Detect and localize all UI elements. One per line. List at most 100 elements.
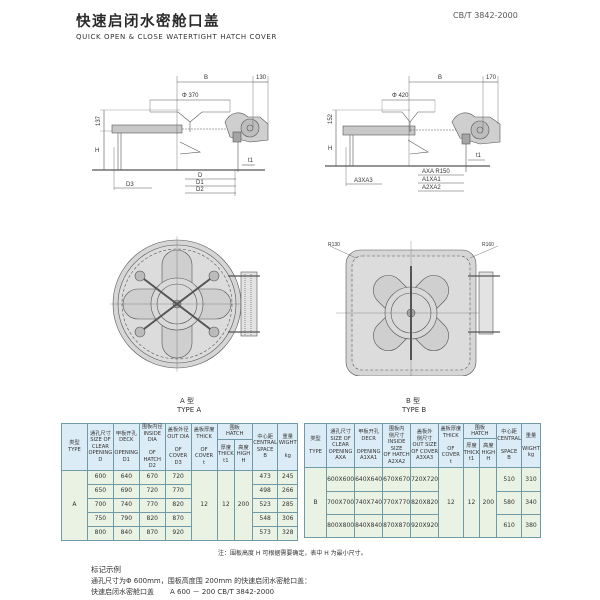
cell-kg: 310 <box>520 467 542 492</box>
cell-a: 700X700 <box>326 491 356 515</box>
dim-label-d3: D3 <box>126 182 134 188</box>
cell-d1: 840 <box>112 525 140 541</box>
cell-b: 610 <box>496 514 522 538</box>
cell-kg: 306 <box>277 511 298 527</box>
caption-type-b-cn: B 型 <box>406 397 421 405</box>
cell-d1: 790 <box>112 511 140 527</box>
cell-d: 750 <box>86 511 114 527</box>
cell-t1: 12 <box>216 469 236 541</box>
cell-kg: 340 <box>520 491 542 515</box>
radius-label-r130: R130 <box>328 242 340 248</box>
dim-label-130: 130 <box>256 75 267 81</box>
cell-h: 200 <box>234 469 253 541</box>
table-note: 注：围板高度 H 可根据需要确定，表中 H 为最小尺寸。 <box>218 550 367 557</box>
cell-kg: 380 <box>520 514 542 538</box>
cell-a1: 840X840 <box>354 514 384 538</box>
cell-d3: 870 <box>164 511 192 527</box>
table-row: 800 840 870 920 573 328 <box>62 525 298 541</box>
cell-b: 573 <box>251 525 279 541</box>
cell-t1: 12 <box>462 467 481 538</box>
page-title-cn: 快速启闭水密舱口盖 <box>76 14 220 30</box>
cell-d1: 690 <box>112 483 140 499</box>
cell-a1: 740X740 <box>354 491 384 515</box>
dim-label-137: 137 <box>96 115 102 126</box>
cell-a2: 770X770 <box>382 491 412 515</box>
plan-view-type-a <box>110 236 280 376</box>
dim-label-170: 170 <box>486 75 497 81</box>
cell-a3: 820X820 <box>410 491 440 515</box>
dim-label-d2: D2 <box>196 187 204 193</box>
cell-kg: 245 <box>277 469 298 485</box>
marking-example-title: 标记示例 <box>91 565 121 574</box>
cell-b: 473 <box>251 469 279 485</box>
table-row: A 600 640 670 720 12 12 200 473 245 <box>61 469 298 541</box>
cell-d1: 740 <box>112 497 140 513</box>
caption-type-b-en: TYPE B <box>402 406 427 414</box>
cell-b: 498 <box>251 483 279 499</box>
cell-d2: 670 <box>138 469 166 485</box>
cell-d3: 820 <box>164 497 192 513</box>
dim-label-b: B <box>438 75 442 81</box>
cell-d2: 720 <box>138 483 166 499</box>
table-row: 650 690 720 770 498 266 <box>62 483 298 499</box>
cell-b: 580 <box>496 491 522 515</box>
table-row: B 600X600 640X640 670X670 720X720 12 12 … <box>303 467 542 538</box>
dim-label-t1: t1 <box>248 158 254 164</box>
cell-d3: 720 <box>164 469 192 485</box>
marking-code: A 600 － 200 CB/T 3842-2000 <box>170 588 275 596</box>
cell-d2: 870 <box>138 525 166 541</box>
cell-a3: 920X920 <box>410 514 440 538</box>
cell-d: 650 <box>86 483 114 499</box>
cell-t: 12 <box>190 469 218 541</box>
cell-type: A <box>61 469 88 541</box>
page-title-en: QUICK OPEN & CLOSE WATERTIGHT HATCH COVE… <box>76 33 277 41</box>
cell-type: B <box>303 467 328 538</box>
dim-label-axa: AXA R150 <box>422 169 450 175</box>
cell-d2: 770 <box>138 497 166 513</box>
dim-label-h: H <box>95 148 99 154</box>
dim-label-d: D <box>198 173 203 179</box>
cell-d: 600 <box>86 469 114 485</box>
dim-label-d1: D1 <box>196 180 204 186</box>
cell-d3: 920 <box>164 525 192 541</box>
cell-kg: 328 <box>277 525 298 541</box>
marking-example-description: 通孔尺寸为Φ 600mm，围板高度围 200mm 的快速启闭水密舱口盖： <box>91 577 312 585</box>
side-view-type-b: B 170 Φ 420 152 H t1 AXA R150 A1XA1 A2XA… <box>310 62 510 202</box>
dim-label-phi: Φ 370 <box>182 93 199 99</box>
dim-label-b: B <box>204 75 208 81</box>
cell-d: 700 <box>86 497 114 513</box>
cell-d1: 640 <box>112 469 140 485</box>
plan-view-type-b: R130 R160 <box>322 236 502 376</box>
cell-t: 12 <box>438 467 464 538</box>
cell-a: 800X800 <box>326 514 356 538</box>
dim-label-h: H <box>328 146 332 152</box>
cell-b: 510 <box>496 467 522 492</box>
table-row: 750 790 820 870 548 306 <box>62 511 298 527</box>
marking-example-designation: 快速启闭水密舱口盖 A 600 － 200 CB/T 3842-2000 <box>91 587 290 597</box>
cell-kg: 285 <box>277 497 298 513</box>
dim-label-a3xa3: A3XA3 <box>354 178 373 184</box>
cell-h: 200 <box>479 467 498 538</box>
dim-label-152: 152 <box>328 113 334 124</box>
caption-type-a-cn: A 型 <box>180 397 195 405</box>
marking-product-name: 快速启闭水密舱口盖 <box>91 588 154 596</box>
cell-d3: 770 <box>164 483 192 499</box>
